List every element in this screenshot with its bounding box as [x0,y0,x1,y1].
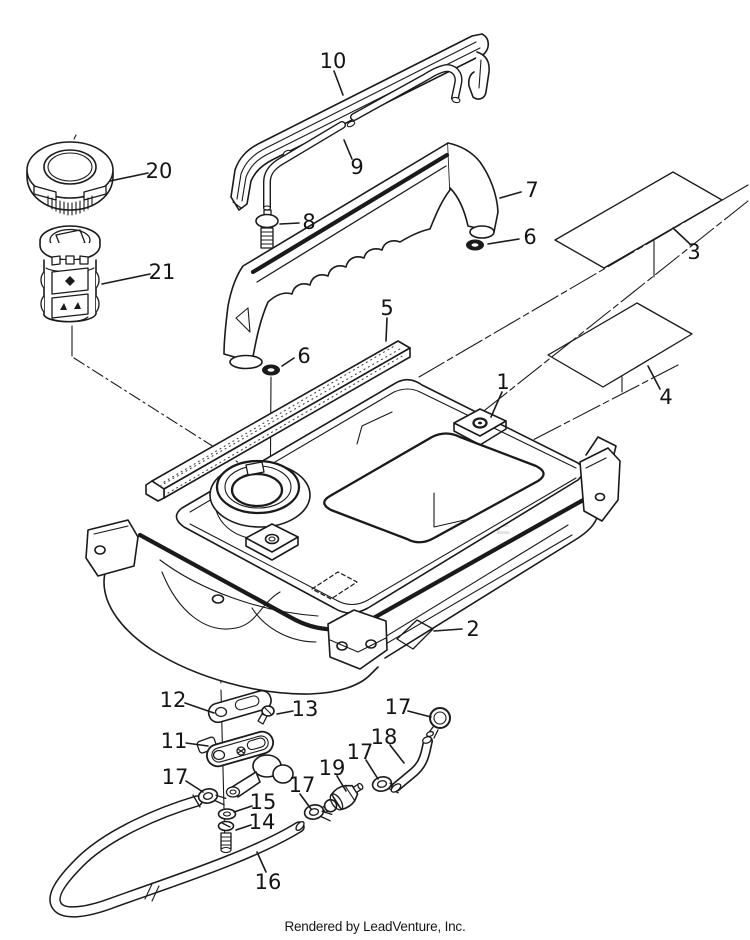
fuel-strainer [39,225,101,323]
callout-1: 1 [496,370,510,394]
clamp-17-filter [371,776,401,794]
leader-line-3 [672,227,691,245]
leader-line-17 [185,780,204,793]
leader-line-18 [389,744,405,764]
leader-line-21 [101,273,151,285]
bottom-mounting-foot [327,609,388,670]
carry-handle [223,142,499,370]
callout-20: 20 [145,159,173,183]
fuel-hose [49,794,305,918]
decal-panel-3 [554,171,723,269]
callout-10: 10 [319,49,347,73]
callout-6: 6 [297,344,311,368]
leader-line-6 [281,357,295,367]
fuel-tank-body [103,378,599,695]
bolt-14 [217,820,235,854]
leader-line-2 [433,628,463,632]
leader-line-14 [235,824,252,831]
callout-13: 13 [291,697,319,721]
washer-6-left [262,364,280,376]
screw-13 [257,705,275,725]
tank-top-recess [323,411,545,544]
clamp-17-petcock [197,788,227,806]
clamp-17-hose [303,804,333,822]
fuel-pipe [262,64,463,211]
callout-17: 17 [384,695,412,719]
callout-17: 17 [346,740,374,764]
callout-7: 7 [525,178,539,202]
callout-14: 14 [248,810,276,834]
washer-6-right [466,239,484,251]
right-bracket [579,436,621,522]
filler-neck [209,459,311,539]
leader-line-4 [647,365,661,390]
callout-16: 16 [254,870,282,894]
leader-line-10 [333,70,344,96]
callout-6: 6 [523,225,537,249]
fuel-cap [26,134,114,216]
leader-line-17 [365,759,379,780]
leader-line-17 [407,710,432,718]
mounting-pad-rear [453,408,507,446]
leader-line-16 [256,851,267,873]
washer-15 [217,808,237,820]
callout-4: 4 [659,385,673,409]
callout-8: 8 [302,210,316,234]
leader-lines [101,70,691,873]
leader-line-15 [233,805,253,813]
callout-17: 17 [288,773,316,797]
mounting-pad-front [245,523,299,561]
leader-line-5 [385,317,388,342]
callout-21: 21 [148,260,176,284]
callout-12: 12 [159,688,187,712]
bolt-8 [255,209,279,249]
callout-9: 9 [350,155,364,179]
leader-line-6 [487,238,520,245]
left-bracket [85,519,139,577]
callout-11: 11 [160,729,188,753]
leader-line-9 [343,139,353,160]
leader-line-13 [276,710,294,715]
leader-line-1 [490,391,503,418]
leader-line-12 [184,702,215,714]
callout-18: 18 [370,725,398,749]
gasket-12 [207,689,272,724]
callout-19: 19 [318,756,346,780]
callout-3: 3 [687,240,701,264]
leader-line-19 [336,775,347,792]
callout-2: 2 [466,617,480,641]
footer-credit: Rendered by LeadVenture, Inc. [284,919,466,934]
callout-5: 5 [380,296,394,320]
leader-line-20 [109,172,149,182]
leader-line-17 [299,793,312,810]
leader-line-11 [185,742,209,747]
leader-line-8 [279,222,300,225]
elbow-hose [390,730,435,793]
petcock-valve [196,730,294,798]
leader-line-7 [499,191,522,199]
callout-15: 15 [249,790,277,814]
decal-panel-4 [547,302,693,388]
fuel-filter [321,782,364,814]
callout-17: 17 [161,765,189,789]
foam-strip [145,340,411,502]
